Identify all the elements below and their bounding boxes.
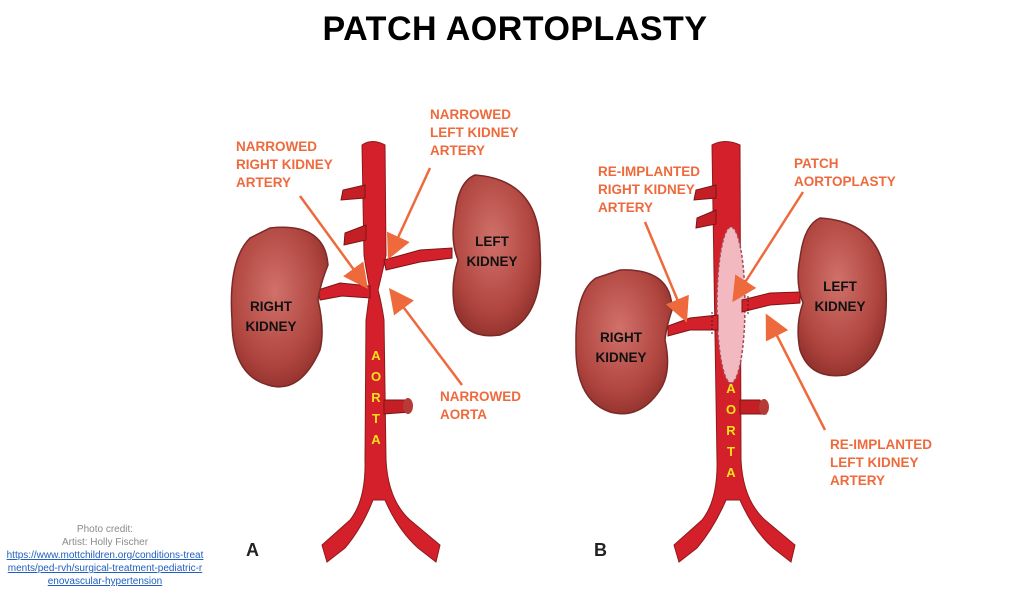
right-kidney-a xyxy=(230,226,329,388)
left-renal-artery-b xyxy=(741,291,801,313)
arrow-reimplanted-right xyxy=(643,221,689,323)
branch-upper-a xyxy=(340,184,366,201)
page-title: PATCH AORTOPLASTY xyxy=(322,10,708,48)
branch-lower-b-end xyxy=(759,399,769,415)
branch-lower-a-end xyxy=(403,398,413,414)
panel-a-letter: A xyxy=(246,540,259,560)
panel-b-drawing xyxy=(575,141,888,563)
label-right-kidney-b: RIGHT KIDNEY xyxy=(595,330,647,365)
left-renal-artery-a xyxy=(383,247,453,271)
label-reimplanted-left-kidney-artery: RE-IMPLANTED LEFT KIDNEY ARTERY xyxy=(830,437,932,488)
panel-a-drawing xyxy=(230,141,542,563)
left-kidney-b xyxy=(797,217,888,377)
label-left-kidney-a: LEFT KIDNEY xyxy=(466,234,518,269)
credit-link[interactable]: https://www.mottchildren.org/conditions-… xyxy=(6,550,204,587)
aorta-a xyxy=(321,141,441,563)
label-aorta-b: A O R T A xyxy=(725,381,737,480)
label-patch-aortoplasty: PATCH AORTOPLASTY xyxy=(794,156,896,189)
label-narrowed-aorta: NARROWED AORTA xyxy=(440,389,521,422)
label-aorta-a: A O R T A xyxy=(370,348,382,447)
label-left-kidney-b: LEFT KIDNEY xyxy=(814,279,866,314)
label-narrowed-right-kidney-artery: NARROWED RIGHT KIDNEY ARTERY xyxy=(236,139,333,190)
right-renal-artery-b xyxy=(667,314,719,337)
label-right-kidney-a: RIGHT KIDNEY xyxy=(245,299,297,334)
label-reimplanted-right-kidney-artery: RE-IMPLANTED RIGHT KIDNEY ARTERY xyxy=(598,164,700,215)
arrow-narrowed-left xyxy=(386,167,432,260)
patch xyxy=(716,226,746,384)
arrow-narrowed-aorta xyxy=(388,288,463,386)
arrow-reimplanted-left xyxy=(765,313,827,431)
photo-credit: Photo credit: Artist: Holly Fischer http… xyxy=(5,523,205,588)
left-kidney-a xyxy=(452,174,542,337)
credit-line-1: Photo credit: xyxy=(76,524,134,535)
branch-mid-a xyxy=(343,224,367,246)
label-narrowed-left-kidney-artery: NARROWED LEFT KIDNEY ARTERY xyxy=(430,107,519,158)
right-renal-artery-a xyxy=(317,282,371,301)
panel-b-letter: B xyxy=(594,540,607,560)
branch-upper-b xyxy=(693,184,717,201)
branch-mid-b xyxy=(695,209,717,229)
arrow-patch xyxy=(732,191,805,303)
credit-line-2: Artist: Holly Fischer xyxy=(61,537,149,548)
arrow-narrowed-right xyxy=(298,195,368,290)
